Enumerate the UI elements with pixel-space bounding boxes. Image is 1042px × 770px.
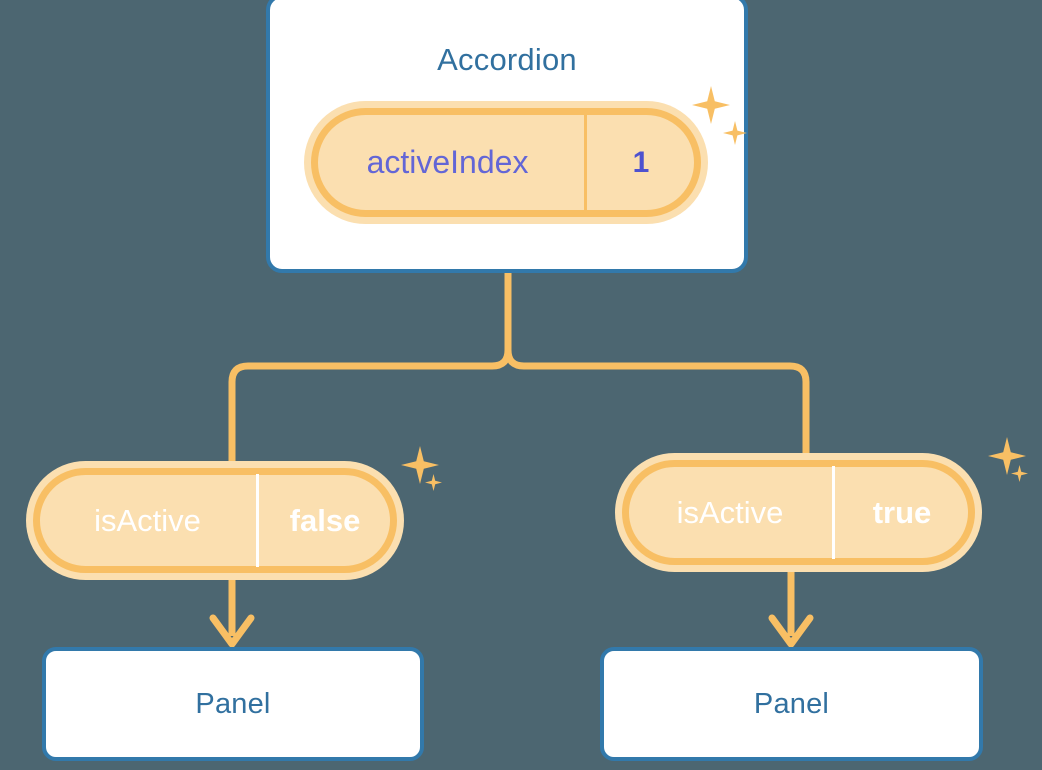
accordion-title: Accordion bbox=[437, 42, 577, 77]
state-pill-is-active-right[interactable]: isActive true bbox=[615, 453, 982, 572]
panel-left-title: Panel bbox=[195, 687, 271, 720]
state-pill-is-active-left[interactable]: isActive false bbox=[26, 461, 404, 580]
arrow-down-icon-left bbox=[209, 578, 255, 648]
component-card-panel-left[interactable]: Panel bbox=[42, 647, 424, 761]
state-pill-active-index[interactable]: activeIndex 1 bbox=[304, 101, 708, 224]
component-card-panel-right[interactable]: Panel bbox=[600, 647, 983, 761]
state-value-is-active-left: false bbox=[289, 502, 361, 538]
state-key-is-active-left: isActive bbox=[39, 474, 259, 567]
arrow-down-icon-right bbox=[768, 570, 814, 648]
state-key-active-index: activeIndex bbox=[317, 114, 587, 211]
panel-right-title: Panel bbox=[753, 687, 830, 720]
branch-left-wire bbox=[228, 268, 512, 466]
sparkle-icon bbox=[1011, 465, 1028, 482]
state-value-is-active-right: true bbox=[872, 494, 932, 530]
state-value-active-index: 1 bbox=[632, 145, 650, 179]
state-key-is-active-right: isActive bbox=[628, 466, 835, 559]
branch-right-wire bbox=[504, 268, 810, 460]
sparkle-icon bbox=[425, 474, 442, 491]
